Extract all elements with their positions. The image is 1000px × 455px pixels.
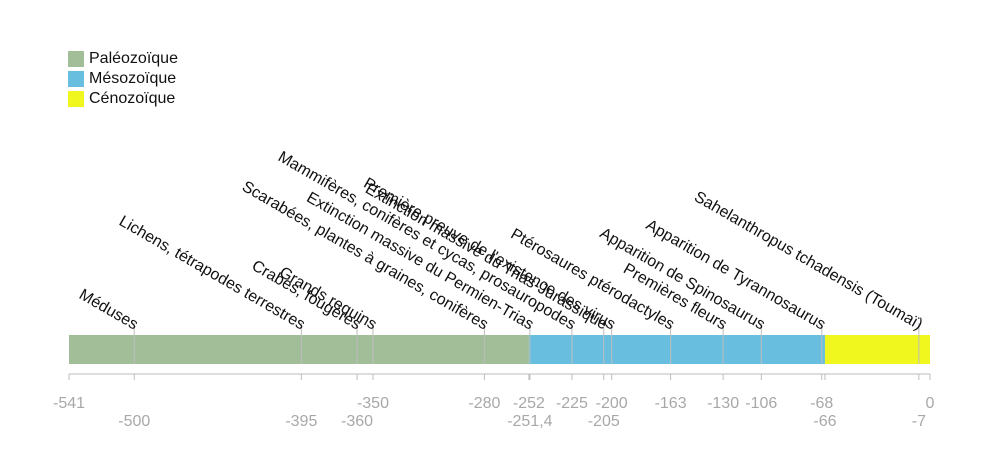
legend-item-2: Cénozoïque <box>68 89 178 109</box>
event-markers <box>133 323 920 364</box>
tick-label-15: -66 <box>813 413 836 430</box>
event-label-0: Méduses <box>76 286 141 333</box>
tick-label-8: -225 <box>556 395 588 412</box>
legend-item-0: Paléozoïque <box>68 49 178 69</box>
tick-label-6: -252 <box>513 395 545 412</box>
legend-swatch-0 <box>68 51 84 67</box>
tick-label-7: -251,4 <box>507 413 552 430</box>
tick-label-2: -395 <box>285 413 317 430</box>
era-bar-0 <box>69 335 529 364</box>
tick-label-9: -205 <box>588 413 620 430</box>
legend-swatch-1 <box>68 71 84 87</box>
tick-label-11: -163 <box>655 395 687 412</box>
legend-label-1: Mésozoïque <box>89 70 177 87</box>
tick-label-16: -7 <box>912 413 926 430</box>
tick-label-17: 0 <box>926 395 935 412</box>
x-axis: -541-500-395-360-350-280-252-251,4-225-2… <box>53 373 935 430</box>
legend-label-2: Cénozoïque <box>89 90 176 107</box>
tick-label-12: -130 <box>707 395 739 412</box>
legend-label-0: Paléozoïque <box>89 50 178 67</box>
tick-label-3: -360 <box>341 413 373 430</box>
legend-swatch-2 <box>68 91 84 107</box>
tick-label-10: -200 <box>596 395 628 412</box>
legend-item-1: Mésozoïque <box>68 69 178 89</box>
era-bar-2 <box>824 335 930 364</box>
era-bar-1 <box>528 335 825 364</box>
tick-label-1: -500 <box>118 413 150 430</box>
tick-label-4: -350 <box>357 395 389 412</box>
tick-label-0: -541 <box>53 395 85 412</box>
era-bars <box>69 335 930 364</box>
tick-label-14: -68 <box>810 395 833 412</box>
tick-label-5: -280 <box>468 395 500 412</box>
tick-label-13: -106 <box>745 395 777 412</box>
